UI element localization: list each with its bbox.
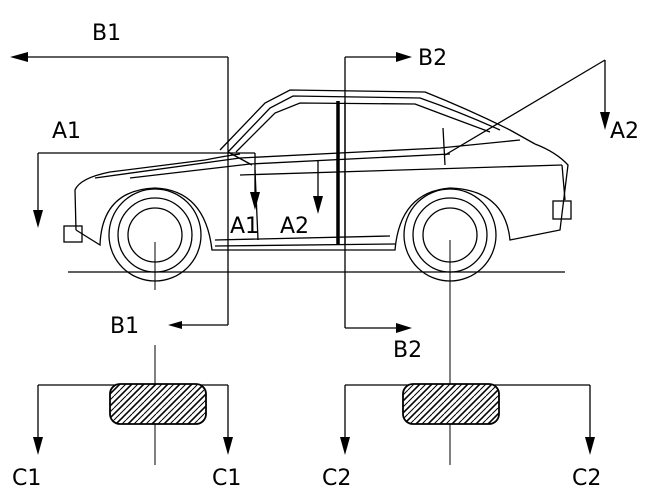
label-b2-top: B2 xyxy=(418,46,447,71)
label-c2-left: C2 xyxy=(322,466,351,491)
front-tire-cross-section xyxy=(109,383,207,425)
label-c1-left: C1 xyxy=(12,466,41,491)
label-a1-left: A1 xyxy=(52,119,81,144)
section-a1 xyxy=(33,152,260,228)
rear-tire-cross-section xyxy=(402,383,500,425)
label-b1-top: B1 xyxy=(92,21,121,46)
label-b1-bottom: B1 xyxy=(110,314,139,339)
section-a2 xyxy=(313,59,610,214)
label-c1-right: C1 xyxy=(212,466,241,491)
section-b2 xyxy=(344,52,412,333)
label-b2-bottom: B2 xyxy=(393,338,422,363)
section-b1 xyxy=(10,52,229,329)
label-a1-mid: A1 xyxy=(230,214,259,239)
label-a2-right: A2 xyxy=(610,119,639,144)
label-a2-mid: A2 xyxy=(280,214,309,239)
label-c2-right: C2 xyxy=(572,466,601,491)
